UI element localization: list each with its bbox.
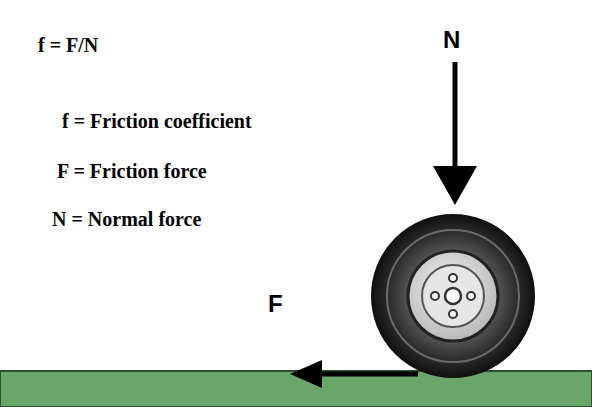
label-holder: f = F/N xyxy=(38,34,98,57)
formula-text: f = F/N xyxy=(38,34,98,57)
label-holder: f = Friction coefficient xyxy=(62,110,252,133)
definition-text: f = Friction coefficient xyxy=(62,110,252,133)
label-holder: F xyxy=(268,290,283,318)
definition-text: N = Normal force xyxy=(52,208,201,231)
normal-force-arrow xyxy=(433,62,477,205)
definition-text: F = Friction force xyxy=(57,160,207,183)
wheel xyxy=(372,215,534,377)
force-label: F xyxy=(268,290,283,318)
label-holder: F = Friction force xyxy=(57,160,207,183)
label-holder: N xyxy=(443,26,460,54)
friction-force-arrow xyxy=(290,360,418,388)
label-holder: N = Normal force xyxy=(52,208,201,231)
force-label: N xyxy=(443,26,460,54)
